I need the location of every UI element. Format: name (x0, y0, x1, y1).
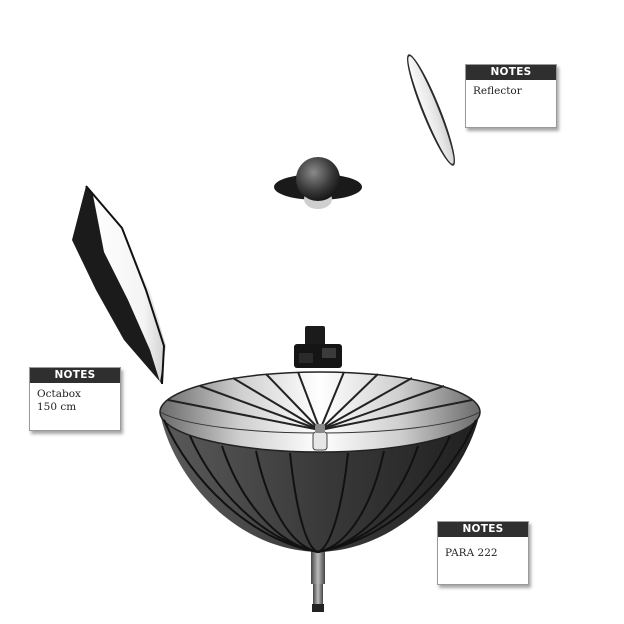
note-octabox: NOTES Octabox 150 cm (29, 367, 121, 431)
note-reflector: NOTES Reflector (465, 64, 557, 128)
octabox-icon (72, 185, 166, 385)
para-umbrella-icon (159, 371, 481, 553)
light-stand-icon (311, 548, 325, 612)
model-head-icon (274, 157, 362, 209)
reflector-icon (407, 54, 455, 166)
note-body: Octabox 150 cm (30, 383, 120, 419)
camera-icon (294, 326, 342, 368)
note-header: NOTES (466, 65, 556, 80)
note-line: Octabox (37, 388, 81, 400)
note-line: PARA 222 (445, 547, 498, 559)
note-body: Reflector (466, 80, 556, 103)
note-line: 150 cm (37, 401, 77, 413)
note-line: Reflector (473, 85, 522, 97)
note-header: NOTES (438, 522, 528, 537)
note-body: PARA 222 (438, 537, 528, 565)
note-header: NOTES (30, 368, 120, 383)
note-para: NOTES PARA 222 (437, 521, 529, 585)
